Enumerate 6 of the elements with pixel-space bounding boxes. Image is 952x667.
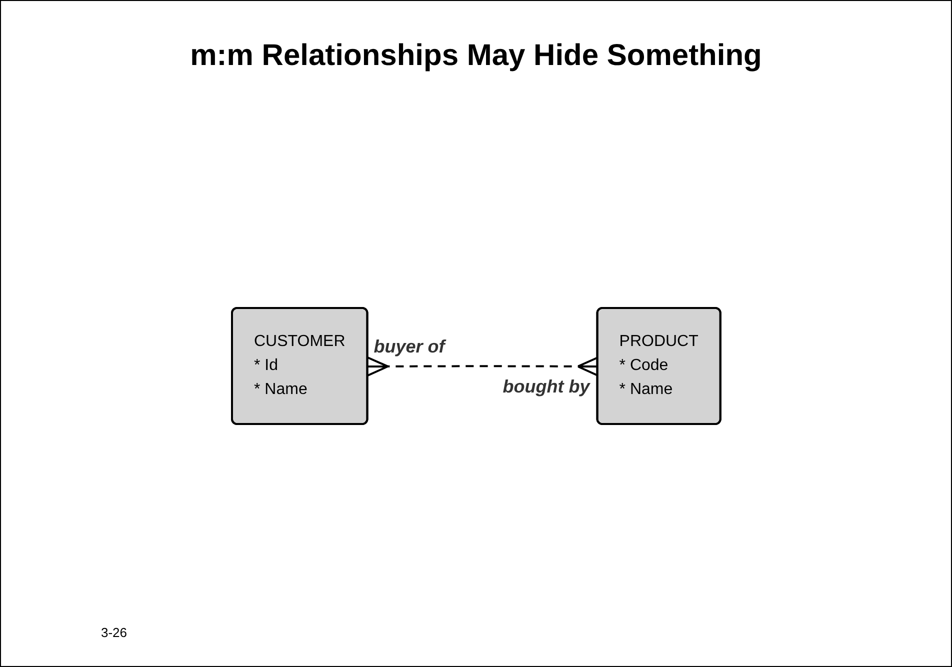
entity-box: CUSTOMER * Id * Name [230,307,368,425]
entity-box: PRODUCT * Code * Name [596,307,722,425]
title: m:m Relationships May Hide Something [189,39,763,73]
page-number: 3-26 [101,625,128,640]
relationship-label: bought by [502,376,590,396]
relationship-label: buyer of [374,336,445,356]
